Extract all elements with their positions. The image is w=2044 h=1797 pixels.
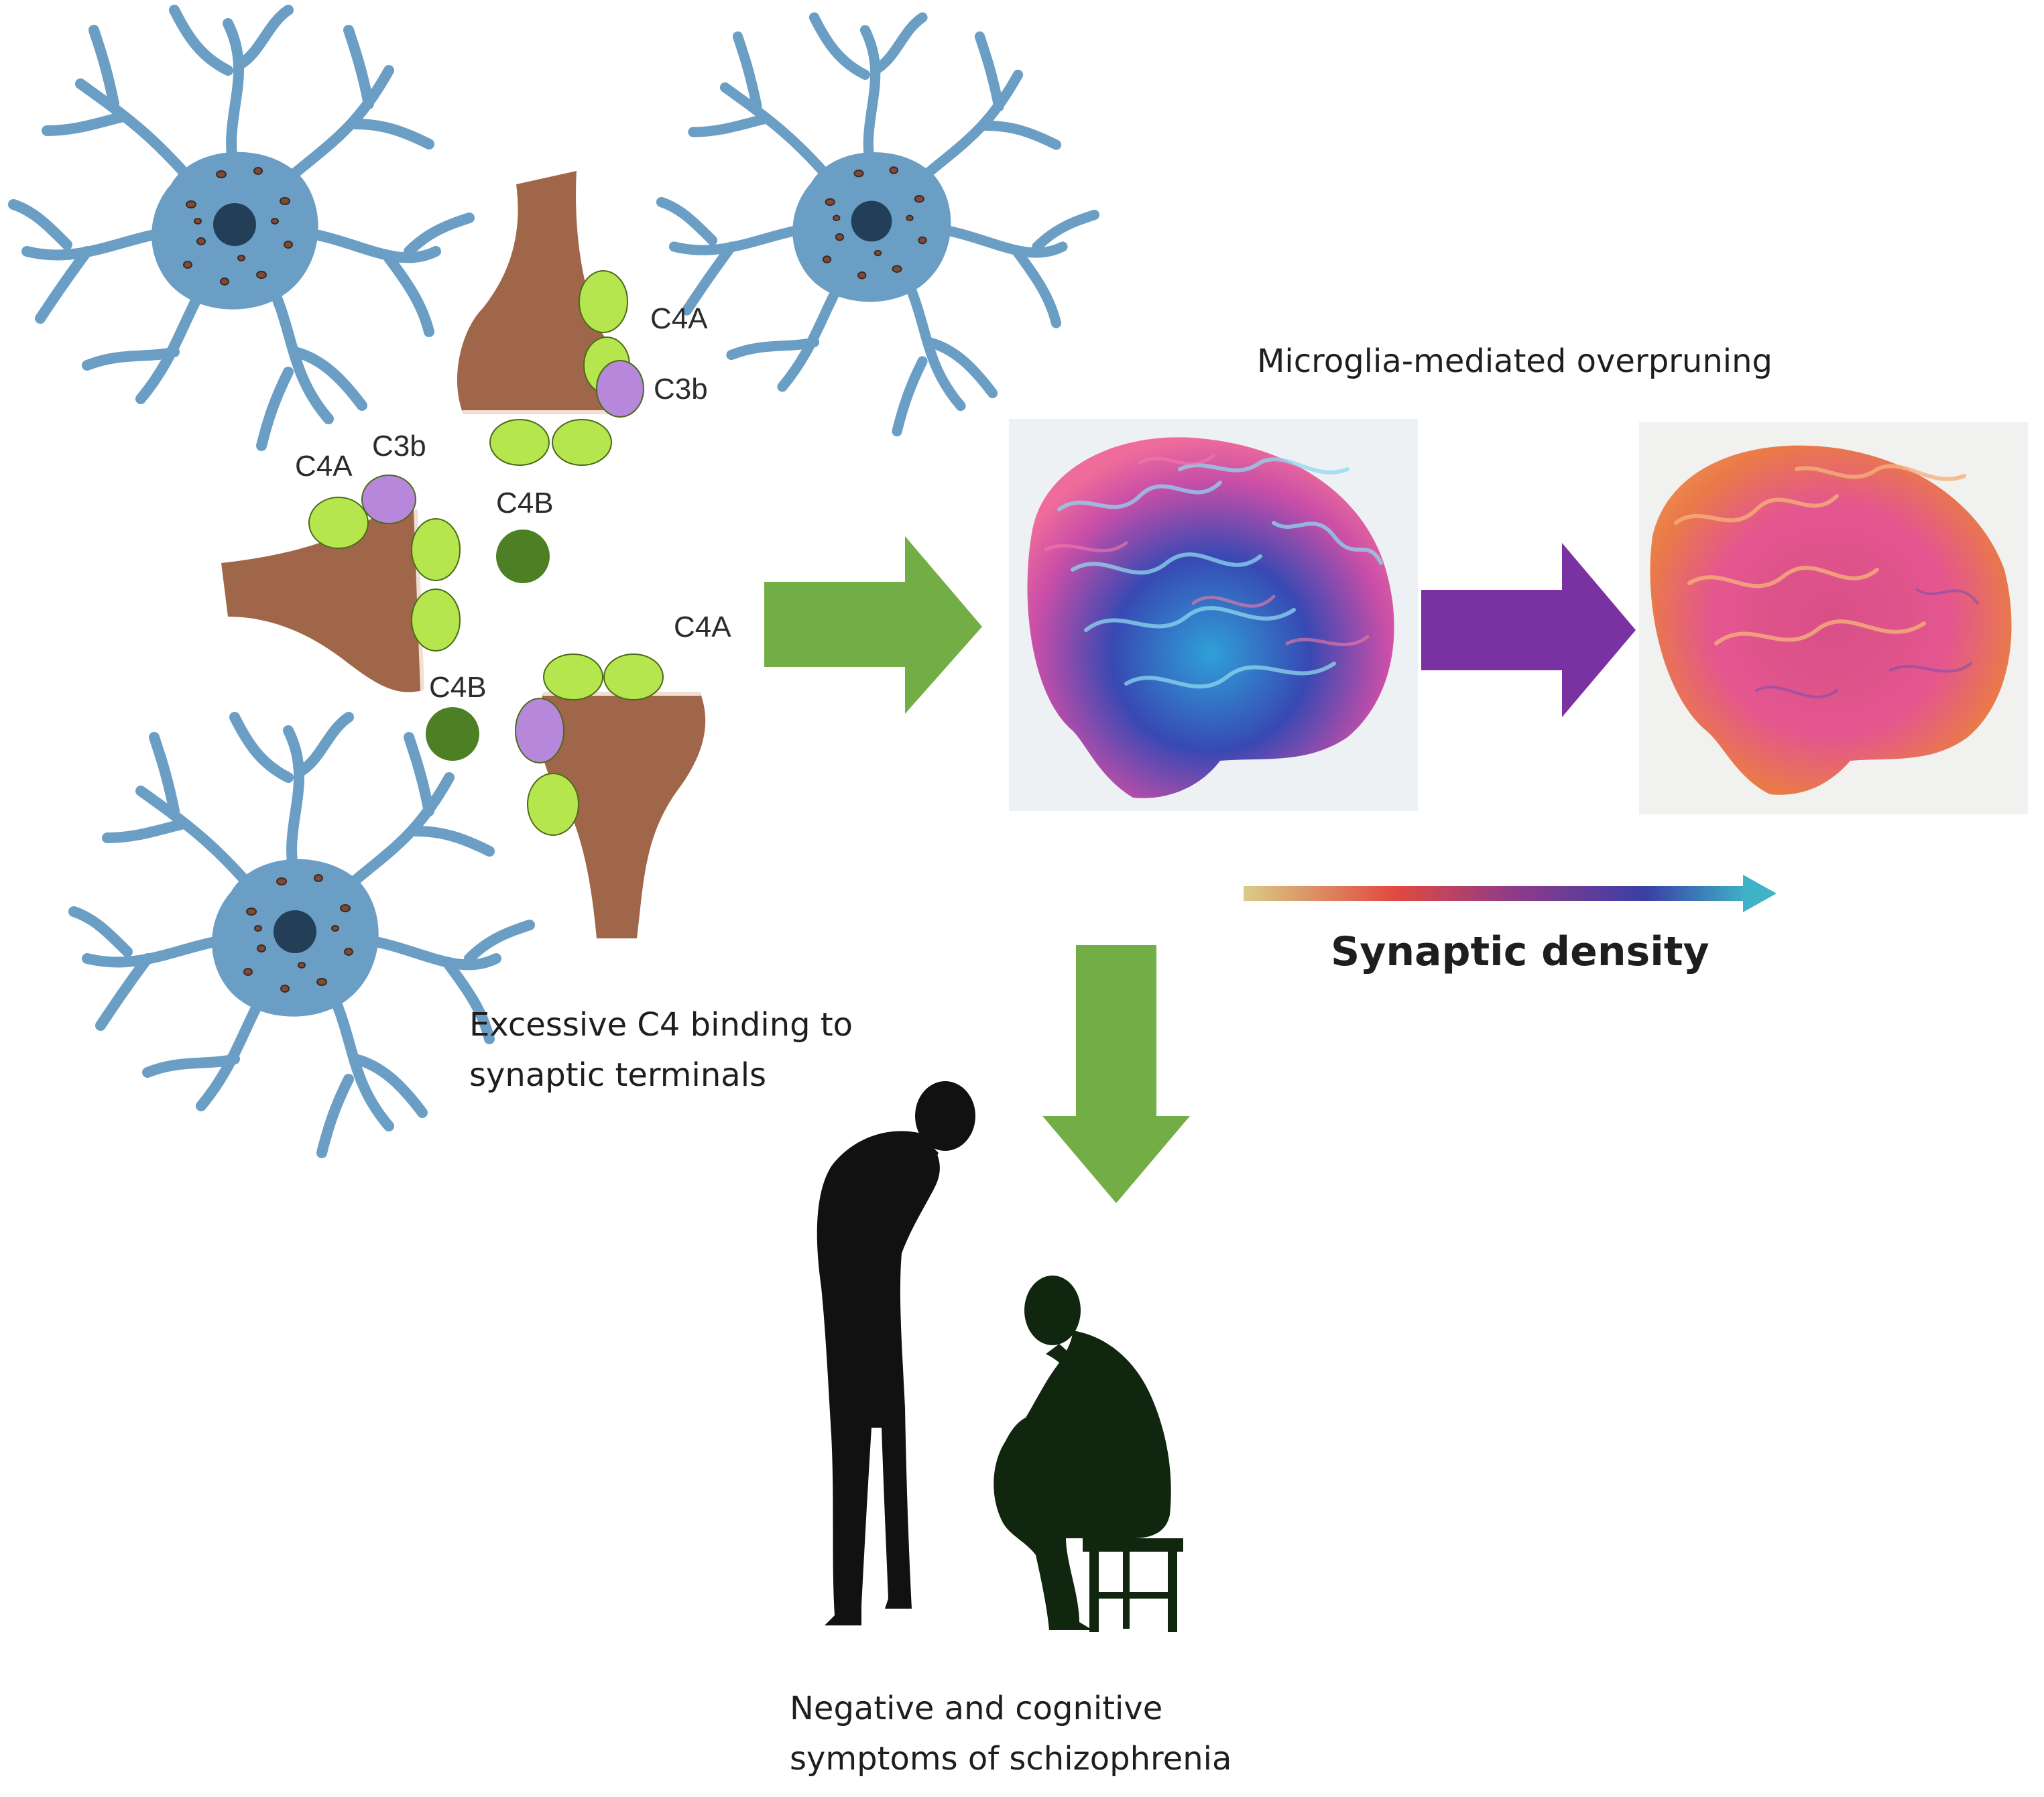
label-overpruning: Microglia-mediated overpruning	[1257, 343, 1772, 380]
standing-person-silhouette	[817, 1081, 975, 1625]
label-synaptic-density: Synaptic density	[1331, 928, 1709, 975]
label-c3b-top: C3b	[654, 373, 708, 406]
microglia-cell-top-left	[13, 10, 469, 446]
label-symptoms-line1: Negative and cognitive	[790, 1690, 1162, 1727]
microglia-cell-bottom-left	[74, 717, 530, 1153]
label-c4b-mid: C4B	[496, 487, 554, 519]
brain-image-before	[1009, 419, 1418, 811]
label-c4a-left: C4A	[295, 450, 353, 483]
synaptic-terminal-left	[221, 475, 550, 692]
green-arrow-right	[764, 536, 982, 714]
label-c4a-top: C4A	[650, 302, 708, 335]
label-c4-binding-line2: synaptic terminals	[469, 1056, 766, 1094]
synaptic-terminal-bottom	[426, 654, 706, 938]
synaptic-terminal-top	[457, 171, 644, 466]
label-c4b-low: C4B	[429, 671, 487, 704]
brain-image-after	[1639, 422, 2028, 814]
green-arrow-down	[1042, 945, 1190, 1203]
purple-arrow-right	[1421, 543, 1636, 717]
microglia-cell-top-right	[662, 17, 1095, 432]
synaptic-density-gradient-arrow	[1244, 875, 1777, 912]
label-c4a-right: C4A	[674, 611, 731, 643]
sitting-person-silhouette	[994, 1276, 1183, 1632]
label-c4-binding-line1: Excessive C4 binding to	[469, 1006, 853, 1044]
label-symptoms-line2: symptoms of schizophrenia	[790, 1740, 1231, 1778]
label-c3b-left: C3b	[372, 430, 426, 462]
